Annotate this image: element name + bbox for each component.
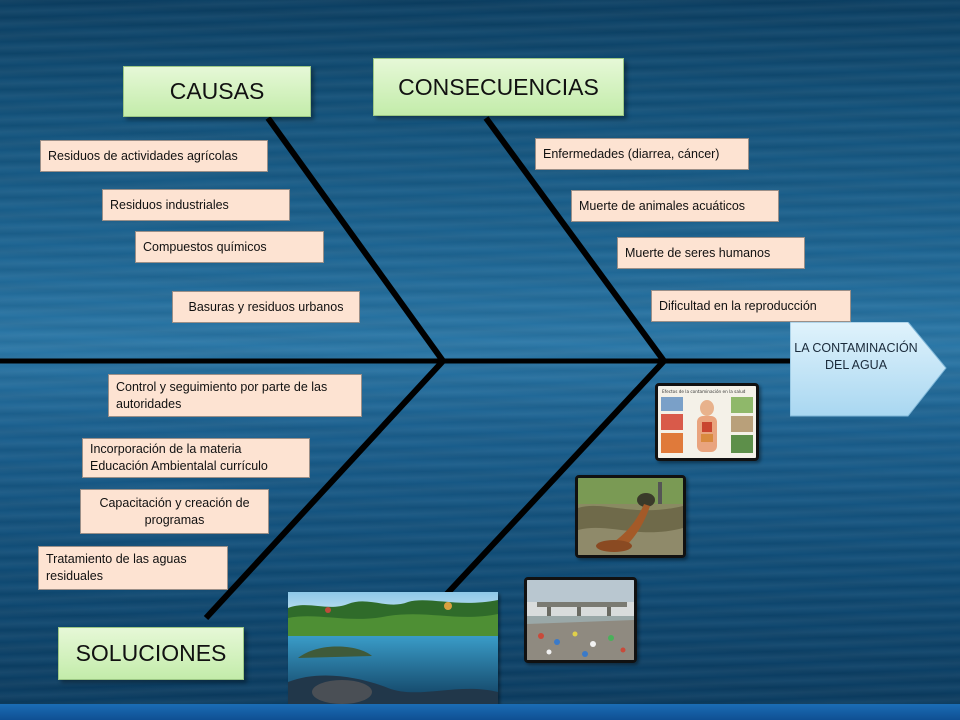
solution-item: Tratamiento de las aguas residuales [38,546,228,590]
images-bone [427,358,667,615]
effect-arrow-shape [790,322,947,417]
solutions-bone [203,358,446,621]
causes-header-label: CAUSAS [169,78,265,104]
cause-item: Residuos de actividades agrícolas [40,140,268,172]
consequence-item: Dificultad en la reproducción [651,290,851,322]
causes-header: CAUSAS [123,66,311,117]
sewage-pipe-image [575,475,686,558]
solutions-header: SOLUCIONES [58,627,244,680]
solution-item: Incorporación de la materia Educación Am… [82,438,310,478]
consequences-header-label: CONSECUENCIAS [398,73,599,100]
effect-arrow-box: LA CONTAMINACIÓN DEL AGUA [790,322,948,418]
cause-item: Basuras y residuos urbanos [172,291,360,323]
solutions-header-label: SOLUCIONES [75,640,227,666]
health-effects-image: Efectos de la contaminación en la salud [655,383,759,461]
consequence-item: Muerte de animales acuáticos [571,190,779,222]
bottom-water-bar [0,704,960,720]
solution-item: Control y seguimiento por parte de las a… [108,374,362,417]
effect-label: LA CONTAMINACIÓN DEL AGUA [794,341,918,372]
cause-item: Residuos industriales [102,189,290,221]
consequences-bone [483,116,667,363]
consequences-header: CONSECUENCIAS [373,58,624,116]
consequence-item: Enfermedades (diarrea, cáncer) [535,138,749,170]
causes-bone [265,116,446,363]
solution-item: Capacitación y creación de programas [80,489,269,534]
cause-item: Compuestos químicos [135,231,324,263]
polluted-river-image [524,577,637,663]
consequence-item: Muerte de seres humanos [617,237,805,269]
health-effects-caption: Efectos de la contaminación en la salud [662,389,746,394]
lagoon-scene-image [288,592,498,706]
